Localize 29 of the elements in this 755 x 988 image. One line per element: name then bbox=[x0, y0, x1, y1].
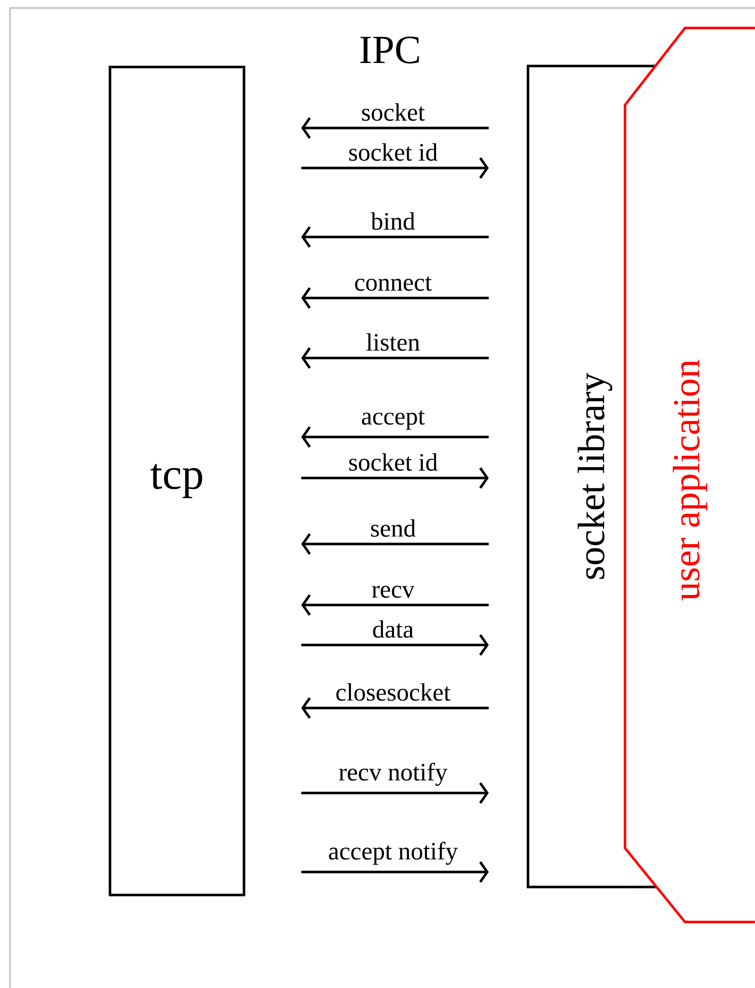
arrow bbox=[301, 157, 489, 179]
edge-label: socket id bbox=[347, 142, 439, 162]
arrow bbox=[301, 634, 489, 656]
arrow bbox=[301, 861, 489, 883]
edge-label: send bbox=[369, 518, 417, 538]
edge-label: closesocket bbox=[334, 682, 452, 702]
edge-label: accept bbox=[360, 409, 426, 431]
edge-label: connect bbox=[353, 276, 433, 292]
arrow bbox=[301, 426, 489, 448]
octagon-panel: user application bbox=[624, 26, 755, 924]
arrow bbox=[301, 467, 489, 489]
edge-label: recv notify bbox=[338, 762, 448, 787]
arrow bbox=[301, 782, 489, 804]
heading: IPC bbox=[360, 36, 419, 64]
tcp-box: tcp bbox=[108, 66, 246, 896]
arrow bbox=[301, 226, 489, 248]
edge-label: data bbox=[371, 619, 415, 639]
edge-label: accept notify bbox=[327, 840, 459, 866]
arrow bbox=[301, 287, 489, 309]
edge-label: socket bbox=[360, 102, 426, 122]
edge-label: bind bbox=[370, 211, 416, 231]
arrow bbox=[301, 347, 489, 369]
edge-label: listen bbox=[364, 332, 422, 352]
arrow bbox=[301, 533, 489, 555]
arrow bbox=[301, 117, 489, 139]
arrow bbox=[301, 594, 489, 616]
edge-label: socket id bbox=[347, 452, 439, 472]
edge-label: recv bbox=[370, 584, 416, 599]
arrow bbox=[301, 697, 489, 719]
